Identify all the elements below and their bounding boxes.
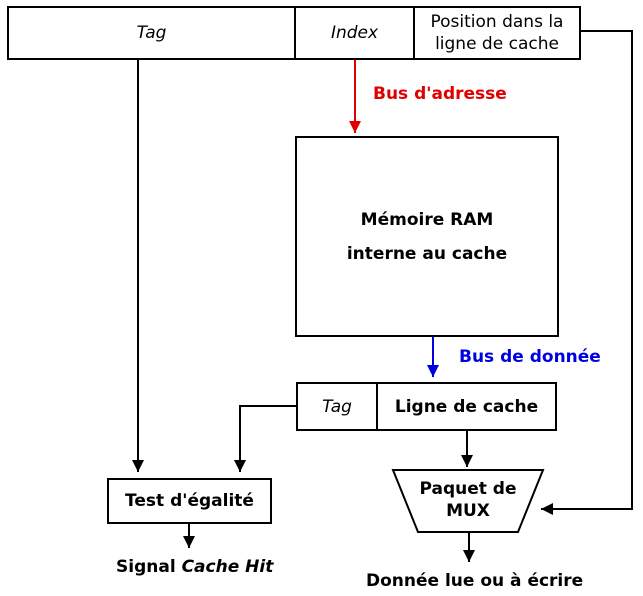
address-index-field: Index	[296, 8, 415, 58]
test-egalite-block: Test d'égalité	[107, 478, 272, 524]
address-position-field: Position dans la ligne de cache	[415, 8, 579, 58]
address-tag-field: Tag	[9, 8, 296, 58]
mux-label-line1: Paquet de	[419, 479, 517, 499]
cache-entry: Tag Ligne de cache	[296, 382, 557, 431]
mux-label-line2: MUX	[446, 501, 490, 521]
signal-name: Cache Hit	[181, 557, 274, 577]
ram-label-line2: interne au cache	[346, 243, 508, 264]
mux-trapezoid	[391, 469, 545, 533]
output-label: Donnée lue ou à écrire	[366, 571, 584, 591]
mux-label: Paquet de MUX	[418, 476, 518, 524]
bus-adresse-label: Bus d'adresse	[373, 84, 507, 104]
bus-donnee-label: Bus de donnée	[459, 347, 601, 367]
signal-prefix: Signal	[116, 557, 176, 577]
address-register: Tag Index Position dans la ligne de cach…	[7, 6, 581, 60]
cache-entry-ligne: Ligne de cache	[394, 396, 539, 417]
ram-label: Mémoire RAM interne au cache	[297, 138, 557, 335]
cache-entry-tag: Tag	[298, 384, 378, 429]
signal-cache-hit: Signal Cache Hit	[116, 556, 273, 578]
ram-label-line1: Mémoire RAM	[360, 209, 494, 230]
ram-block: Mémoire RAM interne au cache	[295, 136, 559, 337]
connector-position-to-mux	[541, 30, 633, 515]
connector-cache-tag-to-test	[234, 405, 297, 472]
address-position-line1: Position dans la	[430, 12, 564, 32]
address-position-line2: ligne de cache	[435, 34, 559, 54]
test-egalite-label: Test d'égalité	[125, 491, 254, 511]
